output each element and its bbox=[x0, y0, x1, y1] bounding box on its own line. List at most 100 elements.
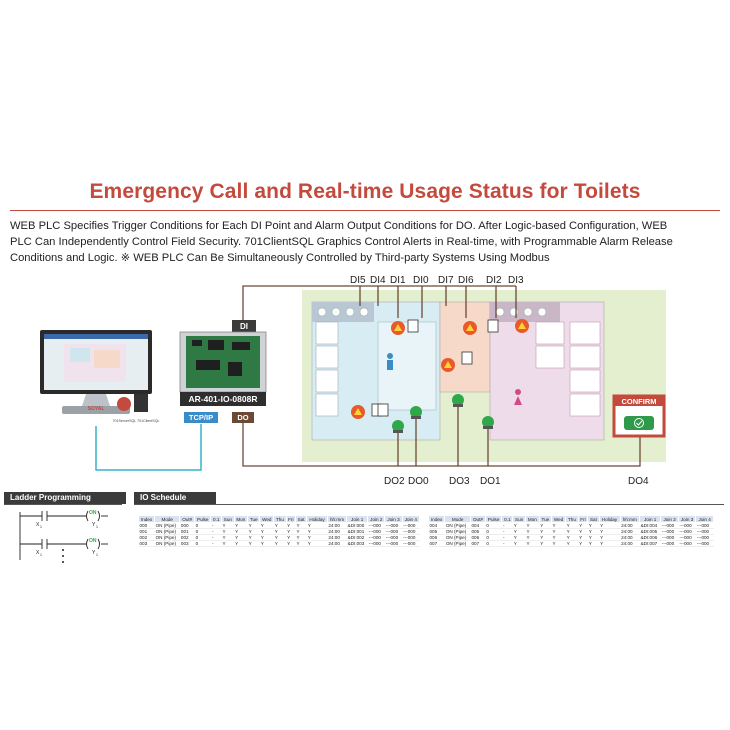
table-cell: Y bbox=[286, 522, 296, 529]
table-cell: Y bbox=[259, 528, 274, 535]
column-header: Join 2 bbox=[660, 515, 679, 523]
table-cell: ---000 bbox=[678, 540, 696, 547]
table-cell: Y bbox=[295, 540, 307, 547]
table-cell: Y bbox=[273, 540, 287, 547]
table-cell: 007 bbox=[428, 540, 445, 547]
pantry-room bbox=[439, 301, 491, 393]
table-cell: Y bbox=[587, 528, 600, 535]
ladder-x-subscript: 1 bbox=[40, 553, 42, 557]
female-pictogram bbox=[514, 389, 522, 405]
description-line: WEB PLC Specifies Trigger Conditions for… bbox=[10, 220, 668, 232]
column-header: Join 2 bbox=[367, 515, 386, 523]
ladder-y-subscript: 1 bbox=[96, 525, 98, 529]
table-cell: ---000 bbox=[384, 534, 403, 541]
column-header: Index bbox=[137, 515, 156, 523]
mens-sink-counter bbox=[312, 302, 374, 322]
ladder-x-subscript: 1 bbox=[40, 525, 42, 529]
table-cell: ON (Pipe) bbox=[154, 534, 180, 541]
ladder-labels: ON ON X 1 Y 1 X 1 Y 1 bbox=[36, 510, 98, 563]
table-cell: Y bbox=[587, 540, 600, 547]
table-cell: Y bbox=[286, 528, 296, 535]
table-cell: Y bbox=[234, 534, 248, 541]
column-header: Sun bbox=[512, 515, 527, 523]
table-cell: 006 bbox=[470, 534, 486, 541]
confirm-button[interactable] bbox=[624, 416, 654, 430]
di-label: DI0 bbox=[413, 275, 429, 286]
column-header: Wed bbox=[550, 515, 567, 523]
table-cell: ---000 bbox=[678, 534, 696, 541]
table-cell: &DI:005 bbox=[639, 528, 661, 535]
table-cell: - bbox=[210, 522, 222, 529]
column-header: Join 4 bbox=[401, 515, 421, 523]
column-header: Pulse bbox=[484, 515, 503, 523]
table-cell: Y bbox=[599, 522, 621, 529]
ladder-y-subscript: 1 bbox=[96, 553, 98, 557]
column-header: Mode bbox=[444, 515, 471, 523]
column-header: Join 1 bbox=[346, 515, 369, 523]
io-schedule-divider bbox=[134, 504, 724, 505]
do-label: DO0 bbox=[408, 476, 429, 487]
server-logo-icon bbox=[117, 397, 131, 411]
table-cell: 24:00 bbox=[620, 534, 640, 541]
table-cell: ---000 bbox=[367, 528, 385, 535]
table-cell: &DI:004 bbox=[639, 522, 661, 529]
client-logo-icon bbox=[134, 394, 148, 412]
call-buttons bbox=[371, 319, 499, 417]
table-cell: 001 bbox=[138, 528, 155, 535]
table-cell: 0 bbox=[194, 540, 211, 547]
column-header: Mode bbox=[154, 515, 181, 523]
table-cell: ---000 bbox=[367, 534, 385, 541]
column-header: Join 3 bbox=[677, 515, 697, 523]
description: WEB PLC Specifies Trigger Conditions for… bbox=[10, 218, 722, 266]
table-cell: 001 bbox=[179, 528, 195, 535]
device-name: AR-401-IO-0808R bbox=[189, 394, 258, 404]
table-cell: Y bbox=[247, 540, 260, 547]
column-header: Index bbox=[427, 515, 446, 523]
table-cell: Y bbox=[551, 528, 566, 535]
confirm-panel: CONFIRM bbox=[612, 394, 666, 438]
column-header: Join 3 bbox=[384, 515, 403, 523]
column-header: Sat bbox=[587, 515, 600, 523]
table-cell: ---000 bbox=[402, 534, 420, 541]
table-cell: Y bbox=[539, 540, 552, 547]
table-cell: Y bbox=[578, 522, 588, 529]
table-cell: - bbox=[501, 522, 513, 529]
table-cell: 0 bbox=[194, 534, 211, 541]
table-cell: 000 bbox=[138, 522, 155, 529]
table-cell: 005 bbox=[428, 528, 445, 535]
table-cell: ON (Pipe) bbox=[444, 540, 471, 547]
column-header: Mon bbox=[525, 515, 540, 523]
column-header: Out# bbox=[179, 515, 196, 523]
table-cell: ON (Pipe) bbox=[154, 528, 180, 535]
table-cell: Y bbox=[578, 528, 588, 535]
table-cell: &DI:003 bbox=[346, 540, 368, 547]
table-cell: 0 bbox=[485, 528, 502, 535]
table-cell: Y bbox=[512, 522, 526, 529]
column-header: Out# bbox=[470, 515, 486, 523]
table-cell: ON (Pipe) bbox=[444, 528, 471, 535]
column-header: Fri bbox=[577, 515, 589, 523]
table-cell: Y bbox=[295, 528, 307, 535]
table-cell: Y bbox=[565, 528, 579, 535]
table-cell: &DI:007 bbox=[639, 540, 661, 547]
do-lamps bbox=[392, 394, 494, 433]
confirm-label: CONFIRM bbox=[622, 397, 657, 406]
table-cell: ON (Pipe) bbox=[154, 522, 180, 529]
table-cell: ON (Pipe) bbox=[444, 534, 471, 541]
table-cell: 004 bbox=[470, 522, 486, 529]
table-cell: Y bbox=[259, 522, 274, 529]
table-cell: ---000 bbox=[367, 540, 385, 547]
description-line: PLC Can Independently Control Field Secu… bbox=[10, 236, 673, 248]
column-header: Sun bbox=[221, 515, 235, 523]
